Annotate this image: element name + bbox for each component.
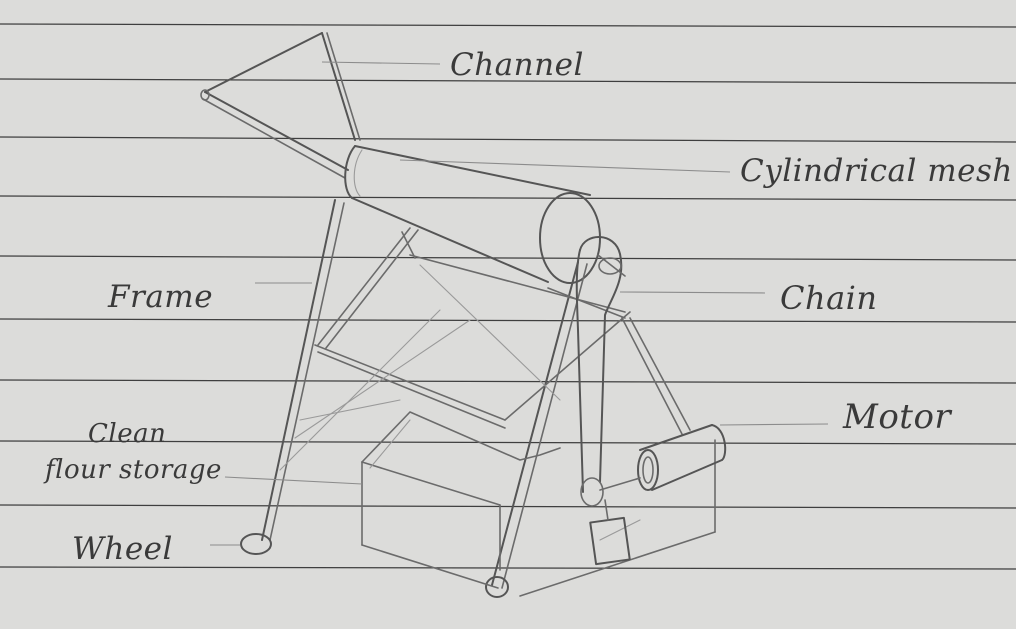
flour-storage-label: flour storage [45, 457, 222, 483]
wheels-drawing [241, 534, 508, 597]
leader-lines [210, 62, 828, 545]
chain-label: Chain [780, 282, 878, 314]
cylindrical-mesh-label: Cylindrical mesh [740, 156, 1013, 187]
motor-label: Motor [843, 400, 951, 434]
frame-label: Frame [108, 282, 213, 313]
wheel-label: Wheel [72, 534, 173, 565]
clean-label: Clean [88, 421, 166, 447]
channel-label: Channel [450, 50, 584, 81]
motor-drawing [590, 425, 725, 564]
channel-drawing [201, 33, 360, 178]
